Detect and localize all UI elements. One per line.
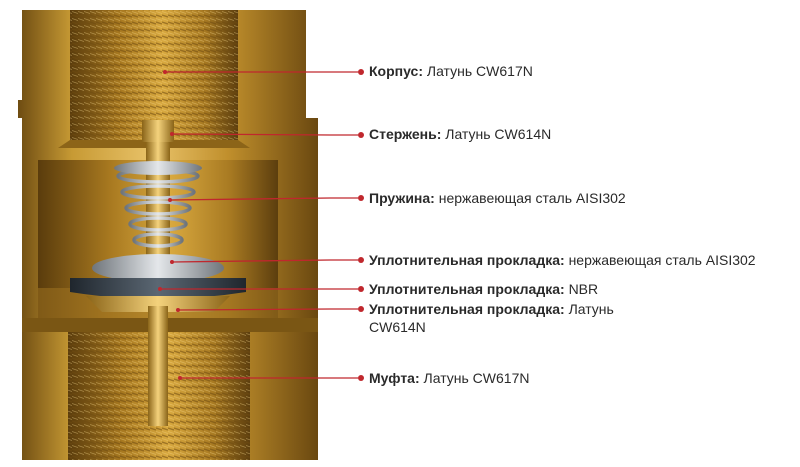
callout-seal-steel: Уплотнительная прокладка: нержавеющая ст… xyxy=(369,251,756,269)
leader-line xyxy=(170,198,358,200)
callout-stem: Стержень: Латунь CW614N xyxy=(369,125,551,143)
leader-line xyxy=(178,309,358,310)
callout-name: Корпус: xyxy=(369,63,423,79)
leader-dot xyxy=(358,257,364,263)
callout-spring: Пружина: нержавеющая сталь AISI302 xyxy=(369,189,626,207)
leader-anchor xyxy=(170,260,174,264)
callout-name: Муфта: xyxy=(369,370,420,386)
leader-dot xyxy=(358,69,364,75)
callout-name: Пружина: xyxy=(369,190,435,206)
callout-coupling: Муфта: Латунь CW617N xyxy=(369,369,529,387)
callout-name: Уплотнительная прокладка: xyxy=(369,252,565,268)
callout-name: Стержень: xyxy=(369,126,441,142)
leader-anchor xyxy=(163,70,167,74)
callout-seal-brass: Уплотнительная прокладка: Латунь CW614N xyxy=(369,300,669,336)
leader-line xyxy=(172,260,358,262)
callout-material: нержавеющая сталь AISI302 xyxy=(439,190,626,206)
leader-anchor xyxy=(158,287,162,291)
leader-line xyxy=(172,134,358,135)
callout-material: NBR xyxy=(569,281,599,297)
callout-material: Латунь CW617N xyxy=(424,370,530,386)
callout-body: Корпус: Латунь CW617N xyxy=(369,62,533,80)
callout-material: Латунь CW614N xyxy=(445,126,551,142)
callout-name: Уплотнительная прокладка: xyxy=(369,281,565,297)
callout-material: нержавеющая сталь AISI302 xyxy=(569,252,756,268)
leader-dot xyxy=(358,306,364,312)
leader-anchor xyxy=(178,376,182,380)
leader-anchor xyxy=(176,308,180,312)
leader-dot xyxy=(358,132,364,138)
leader-anchor xyxy=(170,132,174,136)
leader-dot xyxy=(358,286,364,292)
leader-anchor xyxy=(168,198,172,202)
callout-material: Латунь CW617N xyxy=(427,63,533,79)
callout-seal-nbr: Уплотнительная прокладка: NBR xyxy=(369,280,598,298)
callout-name: Уплотнительная прокладка: xyxy=(369,301,565,317)
leader-dot xyxy=(358,375,364,381)
leader-dot xyxy=(358,195,364,201)
